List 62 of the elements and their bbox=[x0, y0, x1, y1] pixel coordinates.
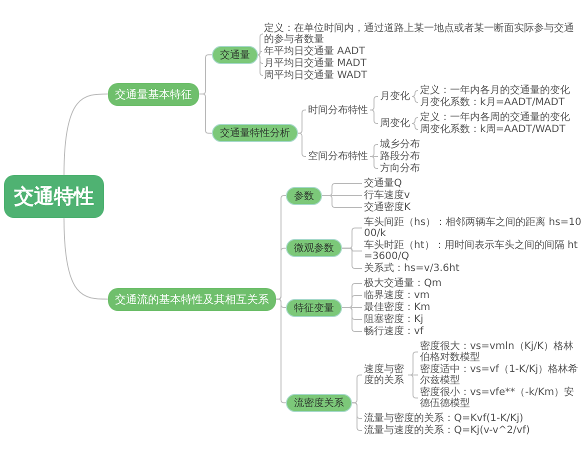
subtopic: 参数 bbox=[286, 186, 322, 204]
topic-text: 月变化系数：k月=AADT/MADT bbox=[418, 97, 567, 108]
branch-line bbox=[342, 248, 362, 269]
branch-line bbox=[370, 156, 378, 157]
topic-text: 交通密度K bbox=[362, 202, 413, 213]
branch-line bbox=[412, 117, 418, 124]
branch-line bbox=[64, 94, 108, 176]
topic-text: 年平均日交通量 AADT bbox=[262, 46, 367, 57]
topic-text: 周平均日交通量 WADT bbox=[262, 70, 370, 81]
topic-text: 周变化系数：k周=AADT/WADT bbox=[418, 124, 568, 135]
topic-text: 关系式：hs=v/3.6ht bbox=[362, 263, 462, 274]
branch-line bbox=[298, 132, 306, 157]
topic-text: 城乡分布 bbox=[378, 139, 422, 150]
subtopic: 流密度关系 bbox=[286, 394, 352, 412]
topic-text: 定义：一年内各月的交通量的变化 bbox=[418, 85, 572, 96]
topic-text: 空间分布特性 bbox=[306, 151, 370, 162]
topic-text: 月变化 bbox=[378, 91, 412, 102]
topic-text: 阻塞密度：Kj bbox=[362, 314, 426, 325]
branch-line bbox=[298, 110, 306, 134]
topic-text: 定义：一年内各周的交通量的变化 bbox=[418, 112, 572, 123]
subtopic: 特征变量 bbox=[286, 298, 342, 316]
branch-line bbox=[412, 90, 418, 97]
topic-text: 临界速度：vm bbox=[362, 290, 432, 301]
topic-text: 流量与速度的关系：Q=Kj(v-v^2/vf) bbox=[362, 425, 532, 436]
topic-text: 极大交通量：Qm bbox=[362, 278, 444, 289]
branch-line bbox=[198, 94, 212, 134]
branch-line bbox=[64, 218, 108, 300]
branch-line bbox=[370, 110, 378, 124]
topic-text: 流量与密度的关系：Q=Kvf(1-K/Kj) bbox=[362, 413, 526, 424]
topic-text: 周变化 bbox=[378, 118, 412, 129]
topic-text: 月平均日交通量 MADT bbox=[262, 58, 368, 69]
topic-text: 路段分布 bbox=[378, 151, 422, 162]
branch-line bbox=[412, 123, 418, 130]
topic-text: 时间分布特性 bbox=[306, 104, 370, 116]
topic-text: 车头时距（ht）：用时间表示车头之间的间隔 ht=3600/Q bbox=[362, 240, 585, 262]
topic-text: 定义：在单位时间内，通过道路上某一地点或者某一断面实际参与交通的参与者数量 bbox=[262, 23, 584, 45]
branch-line bbox=[412, 96, 418, 103]
topic-text: 行车速度v bbox=[362, 190, 412, 201]
subtopic: 交通量特性分析 bbox=[212, 124, 298, 142]
topic-text: 方向分布 bbox=[378, 163, 422, 174]
topic-text: 速度与密度的关系 bbox=[362, 364, 408, 386]
topic-text: 交通量Q bbox=[362, 178, 404, 189]
branch-line bbox=[256, 34, 264, 56]
branch-line bbox=[370, 96, 378, 110]
topic-text: 密度很大：vs=vmln（Kj/K）格林伯格对数模型 bbox=[418, 341, 585, 363]
branch-line bbox=[370, 156, 378, 169]
topic-text: 密度很小：vs=vfe**（-k/Km）安德伍德模型 bbox=[418, 387, 585, 409]
branch-line bbox=[370, 144, 378, 157]
central-topic: 交通特性 bbox=[4, 175, 104, 218]
branch-line bbox=[258, 51, 262, 56]
subtopic: 微观参数 bbox=[286, 239, 342, 258]
branch-line bbox=[322, 195, 362, 208]
branch-line bbox=[256, 54, 264, 76]
main-topic: 交通流的基本特性及其相互关系 bbox=[108, 288, 276, 311]
topic-text: 密度适中：vs=vf（1-K/Kj）格林希尔兹模型 bbox=[418, 364, 585, 386]
subtopic: 交通量 bbox=[212, 46, 258, 64]
topic-text: 畅行速度：vf bbox=[362, 326, 426, 337]
branch-line bbox=[352, 402, 362, 431]
topic-text: 车头间距（hs）：相邻两辆车之间的距离 hs=1000/k bbox=[362, 217, 585, 239]
main-topic: 交通量基本特征 bbox=[108, 82, 199, 106]
branch-line bbox=[342, 307, 362, 332]
topic-text: 最佳密度：Km bbox=[362, 302, 432, 313]
